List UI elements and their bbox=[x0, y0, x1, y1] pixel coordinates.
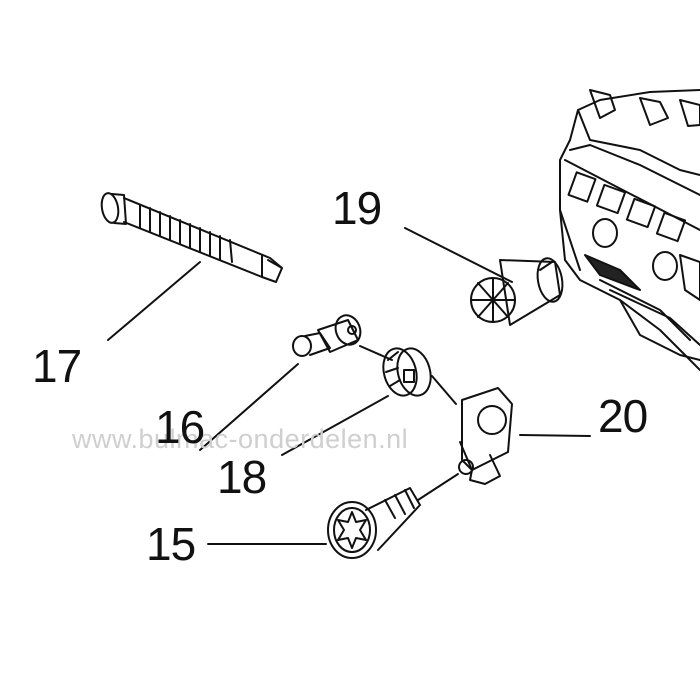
label-part-17: 17 bbox=[32, 340, 82, 392]
leader-line-18-bracket bbox=[431, 375, 457, 405]
housing-part bbox=[559, 89, 700, 371]
label-part-15: 15 bbox=[146, 518, 196, 570]
label-part-19: 19 bbox=[332, 182, 382, 234]
leader-line-15-bracket bbox=[417, 473, 459, 501]
leader-line-18 bbox=[281, 395, 389, 456]
long-screw-part bbox=[100, 192, 283, 283]
leader-line-16 bbox=[199, 363, 299, 451]
leader-line-17 bbox=[107, 261, 201, 341]
label-part-16: 16 bbox=[155, 401, 205, 453]
leader-line-19 bbox=[404, 227, 513, 283]
label-part-20: 20 bbox=[598, 390, 648, 442]
gear-sleeve-part bbox=[382, 347, 432, 397]
bracket-part bbox=[458, 387, 513, 485]
torx-screw-part bbox=[327, 487, 421, 559]
label-part-18: 18 bbox=[217, 451, 267, 503]
pin-part bbox=[292, 314, 362, 357]
gear-part bbox=[470, 257, 564, 326]
leader-line-16-sleeve bbox=[359, 345, 393, 361]
leader-line-20 bbox=[519, 434, 591, 437]
watermark-text: www.bulmac-onderdelen.nl bbox=[72, 424, 409, 454]
